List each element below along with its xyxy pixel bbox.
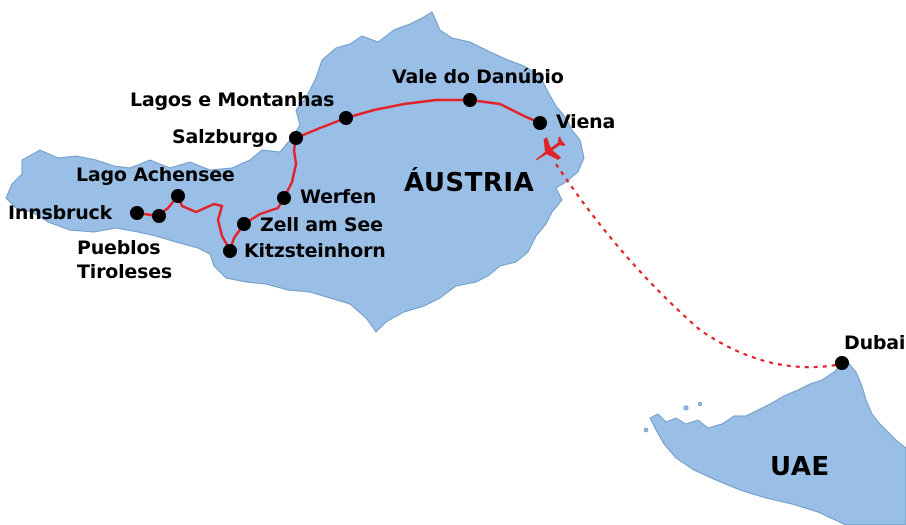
- location-dot-viena: [533, 116, 547, 130]
- location-dot-zell: [237, 217, 251, 231]
- location-dot-lagos: [339, 111, 353, 125]
- location-dot-pueblos: [152, 209, 166, 223]
- location-dot-innsbruck: [130, 206, 144, 220]
- country-label-austria: ÁUSTRIA: [404, 168, 535, 198]
- location-dot-dubai: [835, 356, 849, 370]
- location-dot-achensee: [171, 189, 185, 203]
- country-label-uae: UAE: [770, 452, 830, 482]
- label-lagos: Lagos e Montanhas: [130, 89, 335, 111]
- tour-route: [135, 98, 542, 252]
- label-salzburgo: Salzburgo: [172, 126, 278, 148]
- label-danubio: Vale do Danúbio: [392, 66, 564, 88]
- island-3: [643, 427, 649, 433]
- label-viena: Viena: [556, 111, 616, 133]
- label-pueblos-line1: Pueblos: [77, 237, 161, 259]
- location-dot-kitzsteinhorn: [223, 244, 237, 258]
- flight-path: [555, 163, 843, 369]
- label-achensee: Lago Achensee: [76, 164, 235, 186]
- location-dot-danubio: [463, 93, 477, 107]
- label-dubai: Dubai: [844, 332, 906, 354]
- label-werfen: Werfen: [300, 186, 377, 208]
- uae-shape: [649, 361, 906, 525]
- label-zell: Zell am See: [260, 214, 383, 236]
- location-dot-werfen: [277, 191, 291, 205]
- island-1: [683, 405, 689, 411]
- airplane-icon: [535, 136, 566, 161]
- label-pueblos-line2: Tiroleses: [77, 261, 172, 283]
- location-dot-salzburgo: [289, 131, 303, 145]
- island-2: [697, 401, 703, 407]
- label-kitzsteinhorn: Kitzsteinhorn: [244, 240, 386, 262]
- label-innsbruck: Innsbruck: [8, 202, 113, 224]
